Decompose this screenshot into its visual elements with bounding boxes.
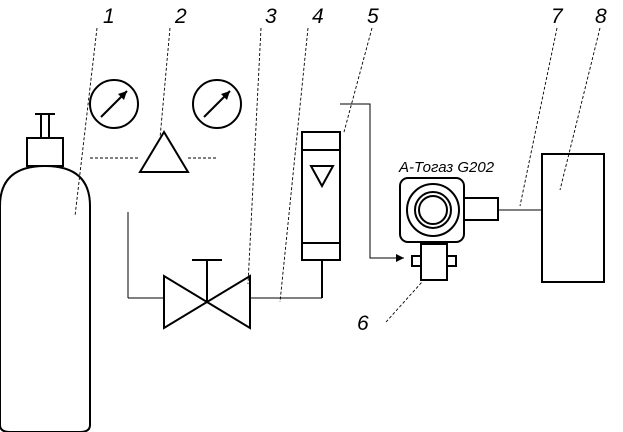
label-4: 4 bbox=[312, 5, 324, 28]
rotameter bbox=[301, 131, 341, 298]
recorder-unit bbox=[541, 153, 605, 283]
label-8: 8 bbox=[595, 5, 607, 28]
pressure-reducer bbox=[138, 130, 190, 173]
gas-cylinder bbox=[0, 113, 91, 432]
label-5: 5 bbox=[367, 5, 379, 28]
label-1: 1 bbox=[103, 5, 115, 28]
pressure-gauge-left bbox=[89, 79, 139, 129]
device-name-label: А-Тогаз G202 bbox=[398, 159, 495, 176]
gas-analyzer bbox=[399, 177, 542, 281]
label-2: 2 bbox=[174, 5, 187, 28]
leader-lines bbox=[74, 27, 601, 323]
label-7: 7 bbox=[551, 5, 564, 28]
gas-piping bbox=[90, 103, 404, 299]
label-6: 6 bbox=[357, 312, 369, 335]
shutoff-valve bbox=[163, 259, 251, 330]
pressure-gauge-right bbox=[192, 79, 242, 129]
label-3: 3 bbox=[265, 5, 277, 28]
